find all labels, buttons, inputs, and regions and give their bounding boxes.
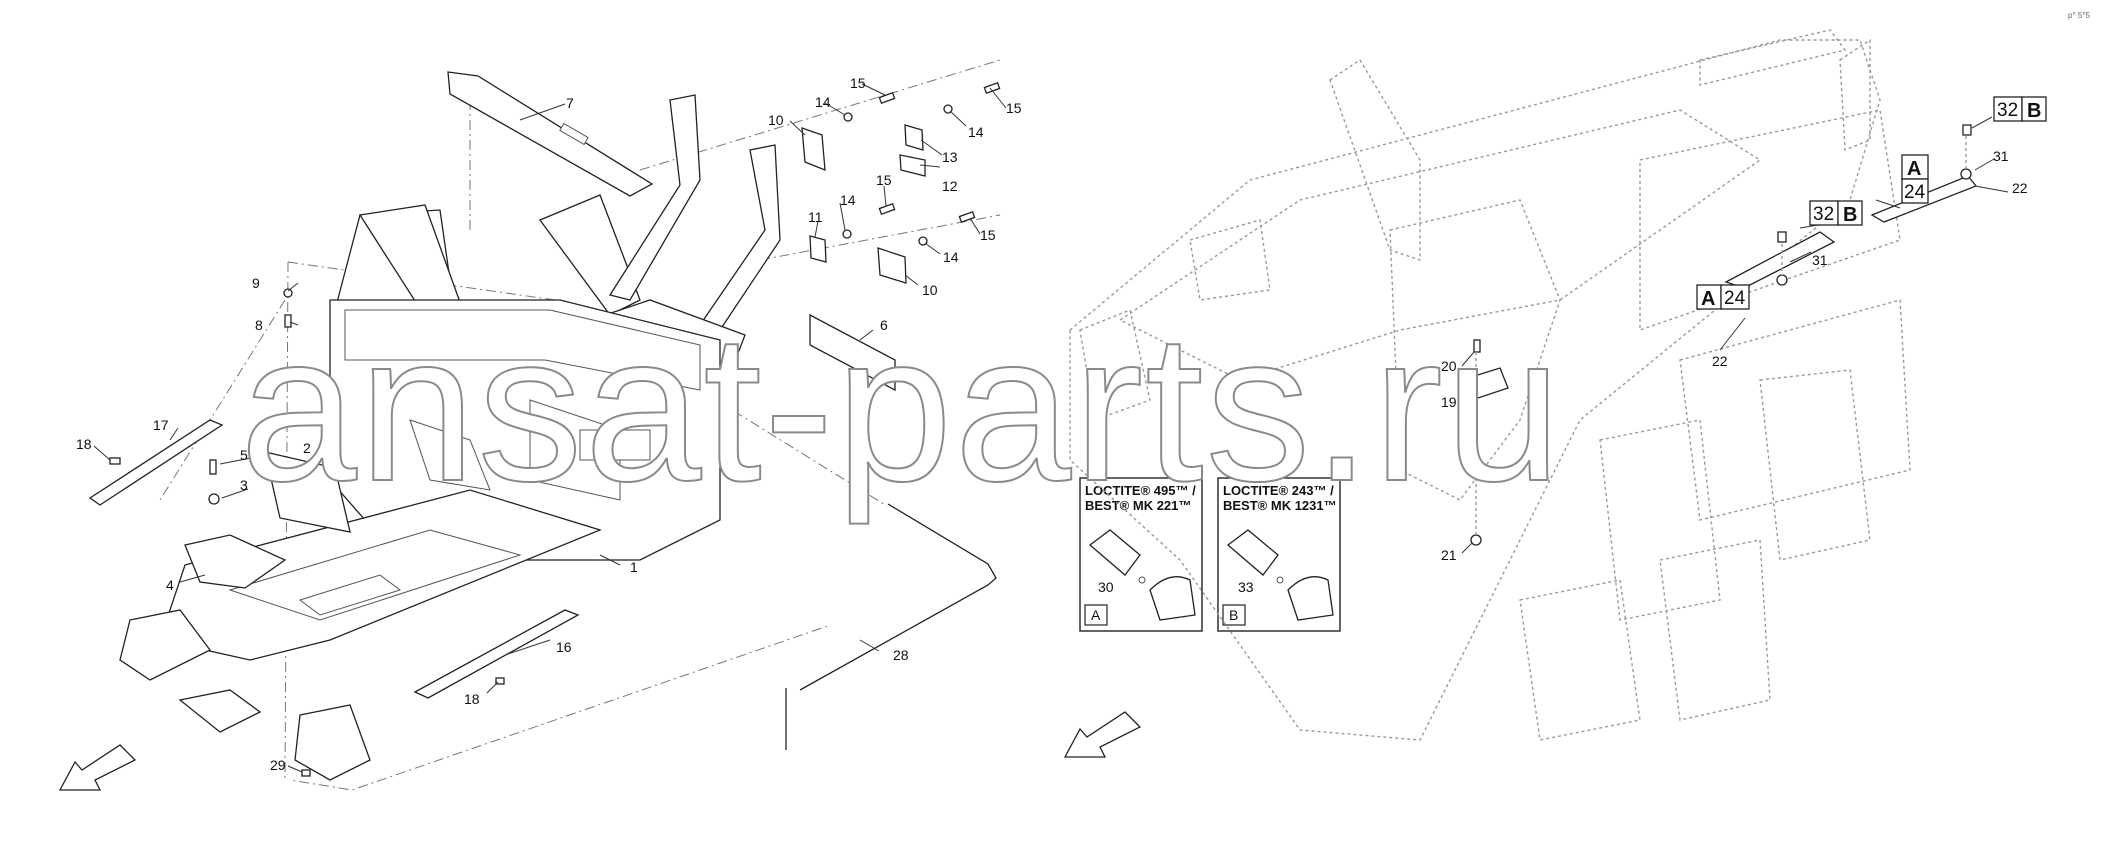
callout-15d: 15	[980, 227, 996, 243]
callout-9: 9	[252, 275, 260, 291]
callout-15c: 15	[876, 172, 892, 188]
callout-31b: 31	[1993, 148, 2009, 164]
callout-6: 6	[880, 317, 888, 333]
callout-3: 3	[240, 477, 248, 493]
bracket-13	[904, 124, 924, 151]
callouts-left: 7 1 2 3 4 5 6 9 8 10 10 11 12 13 14 14 1…	[76, 75, 1022, 773]
adhesive-panel-b: LOCTITE® 243™ / BEST® MK 1231™ 33 B	[1217, 477, 1341, 632]
callout-15a: 15	[850, 75, 866, 91]
callout-13: 13	[942, 149, 958, 165]
watermark: ansat-parts.ru	[240, 290, 1564, 525]
callout-14d: 14	[943, 249, 959, 265]
callout-14a: 14	[815, 94, 831, 110]
svg-text:24: 24	[1724, 288, 1746, 309]
side-plate-6	[809, 313, 896, 392]
adhesive-a-key: A	[1091, 607, 1101, 623]
ref-a24-top: A 24	[1901, 154, 1929, 204]
adhesive-a-line1: LOCTITE® 495™ /	[1085, 483, 1196, 498]
nut-21	[1470, 534, 1482, 546]
callout-10b: 10	[922, 282, 938, 298]
svg-text:32: 32	[1813, 204, 1834, 225]
callout-7: 7	[566, 95, 574, 111]
callout-22b: 22	[2012, 180, 2028, 196]
adhesive-b-line2: BEST® MK 1231™	[1223, 498, 1337, 513]
callout-18a: 18	[76, 436, 92, 452]
callout-22a: 22	[1712, 353, 1728, 369]
bracket-10a	[801, 127, 826, 171]
bracket-12	[899, 154, 926, 177]
callout-11: 11	[808, 209, 823, 225]
svg-text:A: A	[1701, 288, 1715, 310]
callout-4: 4	[166, 577, 174, 593]
callout-8: 8	[255, 317, 263, 333]
callout-15b: 15	[1006, 100, 1022, 116]
svg-text:32: 32	[1997, 100, 2018, 121]
rod-28	[799, 503, 997, 691]
callout-16: 16	[556, 639, 572, 655]
callout-18b: 18	[464, 691, 480, 707]
callout-1: 1	[630, 559, 638, 575]
direction-arrow-left	[58, 744, 137, 791]
callout-17: 17	[153, 417, 169, 433]
adhesive-panel-a: LOCTITE® 495™ / BEST® MK 221™ 30 A	[1079, 477, 1203, 632]
svg-text:B: B	[1843, 204, 1857, 226]
callout-21: 21	[1441, 547, 1457, 563]
bolt-20	[1473, 339, 1481, 353]
direction-arrow-right	[1063, 711, 1142, 758]
cross-member-7	[447, 71, 654, 197]
ref-32b-mid: 32 B	[1809, 200, 1863, 226]
callouts-right: 20 19 21 22 22 31 31	[1441, 148, 2028, 563]
callout-28: 28	[893, 647, 909, 663]
bracket-19	[1467, 367, 1509, 399]
ref-32b-top: 32 B	[1993, 96, 2047, 122]
callout-12: 12	[942, 178, 958, 194]
bracket-11	[809, 235, 827, 263]
svg-text:A: A	[1907, 158, 1921, 180]
left-exploded-view: 7 1 2 3 4 5 6 9 8 10 10 11 12 13 14 14 1…	[58, 59, 1022, 791]
callout-14b: 14	[968, 124, 984, 140]
svg-text:24: 24	[1904, 182, 1926, 203]
callout-20: 20	[1441, 358, 1457, 374]
leaders-left	[93, 83, 1007, 773]
callout-29: 29	[270, 757, 286, 773]
right-assembly-view: 20 19 21 22 22 31 31 32 B 32 B A 24	[1063, 29, 2047, 758]
callout-5: 5	[240, 447, 248, 463]
adhesive-a-part: 30	[1098, 579, 1114, 595]
callout-14c: 14	[840, 192, 856, 208]
strip-17	[88, 419, 224, 506]
adhesive-a-line2: BEST® MK 221™	[1085, 498, 1191, 513]
svg-text:B: B	[2027, 100, 2041, 122]
corner-mark: p° 5°5	[2068, 11, 2091, 20]
adhesive-b-key: B	[1229, 607, 1238, 623]
adhesive-b-line1: LOCTITE® 243™ /	[1223, 483, 1334, 498]
strip-16	[413, 609, 580, 699]
bracket-10b	[877, 247, 907, 284]
callout-31a: 31	[1812, 252, 1828, 268]
adhesive-b-part: 33	[1238, 579, 1254, 595]
callout-19: 19	[1441, 394, 1457, 410]
callout-2: 2	[303, 440, 311, 456]
panel-2	[264, 451, 351, 533]
plate-4	[184, 534, 287, 589]
callout-10a: 10	[768, 112, 784, 128]
ref-a24-mid: A 24	[1696, 284, 1750, 310]
